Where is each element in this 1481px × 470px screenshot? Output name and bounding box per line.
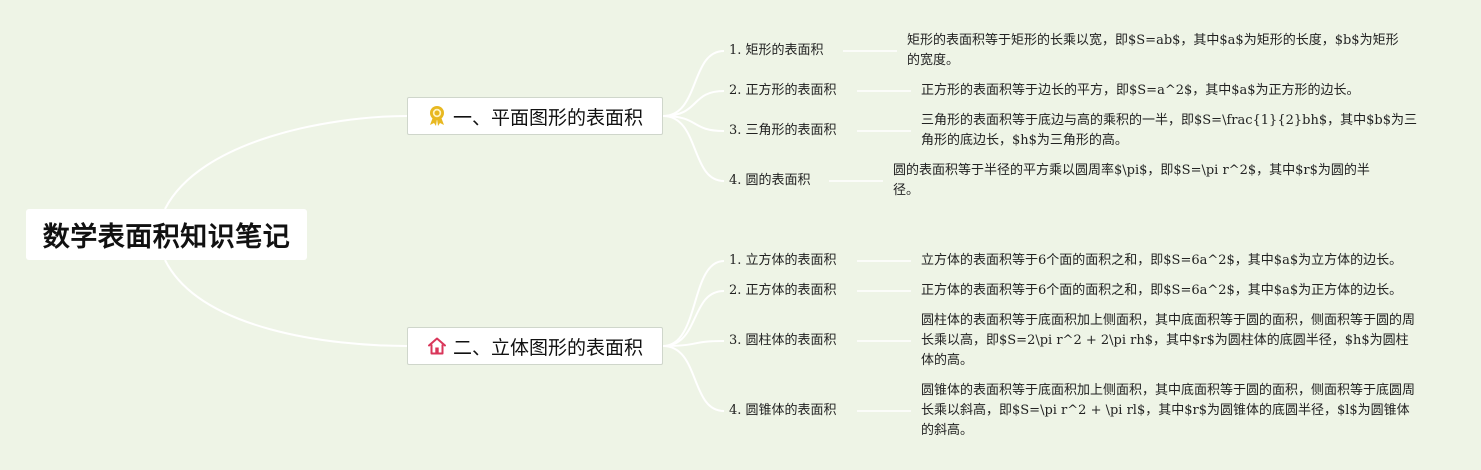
branch-node-solid[interactable]: 二、立体图形的表面积 — [407, 327, 663, 365]
leaf-node[interactable]: 1. 立方体的表面积 — [729, 253, 837, 268]
leaf-node[interactable]: 3. 圆柱体的表面积 — [729, 333, 837, 348]
description-node[interactable]: 三角形的表面积等于底边与高的乘积的一半，即$S=\frac{1}{2}bh$，其… — [921, 113, 1417, 148]
connector-branch-1-leaf-2 — [662, 90, 725, 117]
branch-title: 二、立体图形的表面积 — [452, 336, 643, 359]
connector-branch-2-leaf-1 — [662, 260, 725, 347]
connector-root-branch-1 — [164, 115, 408, 210]
connector-branch-1-leaf-4 — [662, 115, 725, 182]
connector-root-branch-2 — [164, 259, 408, 347]
description-node[interactable]: 矩形的表面积等于矩形的长乘以宽，即$S=ab$，其中$a$为矩形的长度，$b$为… — [907, 33, 1399, 68]
connector-branch-2-leaf-4 — [662, 345, 725, 412]
home-icon — [427, 337, 446, 355]
leaf-node[interactable]: 1. 矩形的表面积 — [729, 43, 824, 58]
connector-branch-2-leaf-2 — [662, 290, 725, 347]
description-node[interactable]: 立方体的表面积等于6个面的面积之和，即$S=6a^2$，其中$a$为立方体的边长… — [921, 253, 1403, 268]
description-node[interactable]: 正方形的表面积等于边长的平方，即$S=a^2$，其中$a$为正方形的边长。 — [921, 83, 1360, 98]
leaf-node[interactable]: 4. 圆的表面积 — [729, 173, 811, 188]
branch-title: 一、平面图形的表面积 — [452, 106, 643, 129]
description-node[interactable]: 圆锥体的表面积等于底面积加上侧面积，其中底面积等于圆的面积，侧面积等于底圆周长乘… — [921, 383, 1416, 438]
leaf-node[interactable]: 2. 正方形的表面积 — [729, 83, 837, 98]
description-node[interactable]: 正方体的表面积等于6个面的面积之和，即$S=6a^2$，其中$a$为正方体的边长… — [921, 283, 1403, 298]
leaf-node[interactable]: 4. 圆锥体的表面积 — [729, 403, 837, 418]
connector-branch-2-leaf-3 — [662, 340, 725, 347]
leaf-node[interactable]: 3. 三角形的表面积 — [729, 123, 837, 138]
description-node[interactable]: 圆的表面积等于半径的平方乘以圆周率$\pi$，即$S=\pi r^2$，其中$r… — [893, 163, 1370, 198]
award-ribbon-icon — [429, 106, 444, 126]
branch-node-planar[interactable]: 一、平面图形的表面积 — [407, 97, 663, 135]
connector-branch-1-leaf-3 — [662, 115, 725, 132]
connector-branch-1-leaf-1 — [662, 50, 725, 117]
description-node[interactable]: 圆柱体的表面积等于底面积加上侧面积，其中底面积等于圆的面积，侧面积等于圆的周长乘… — [921, 313, 1416, 368]
leaf-node[interactable]: 2. 正方体的表面积 — [729, 283, 837, 298]
root-title: 数学表面积知识笔记 — [42, 222, 291, 253]
root-node[interactable]: 数学表面积知识笔记 — [26, 209, 307, 260]
